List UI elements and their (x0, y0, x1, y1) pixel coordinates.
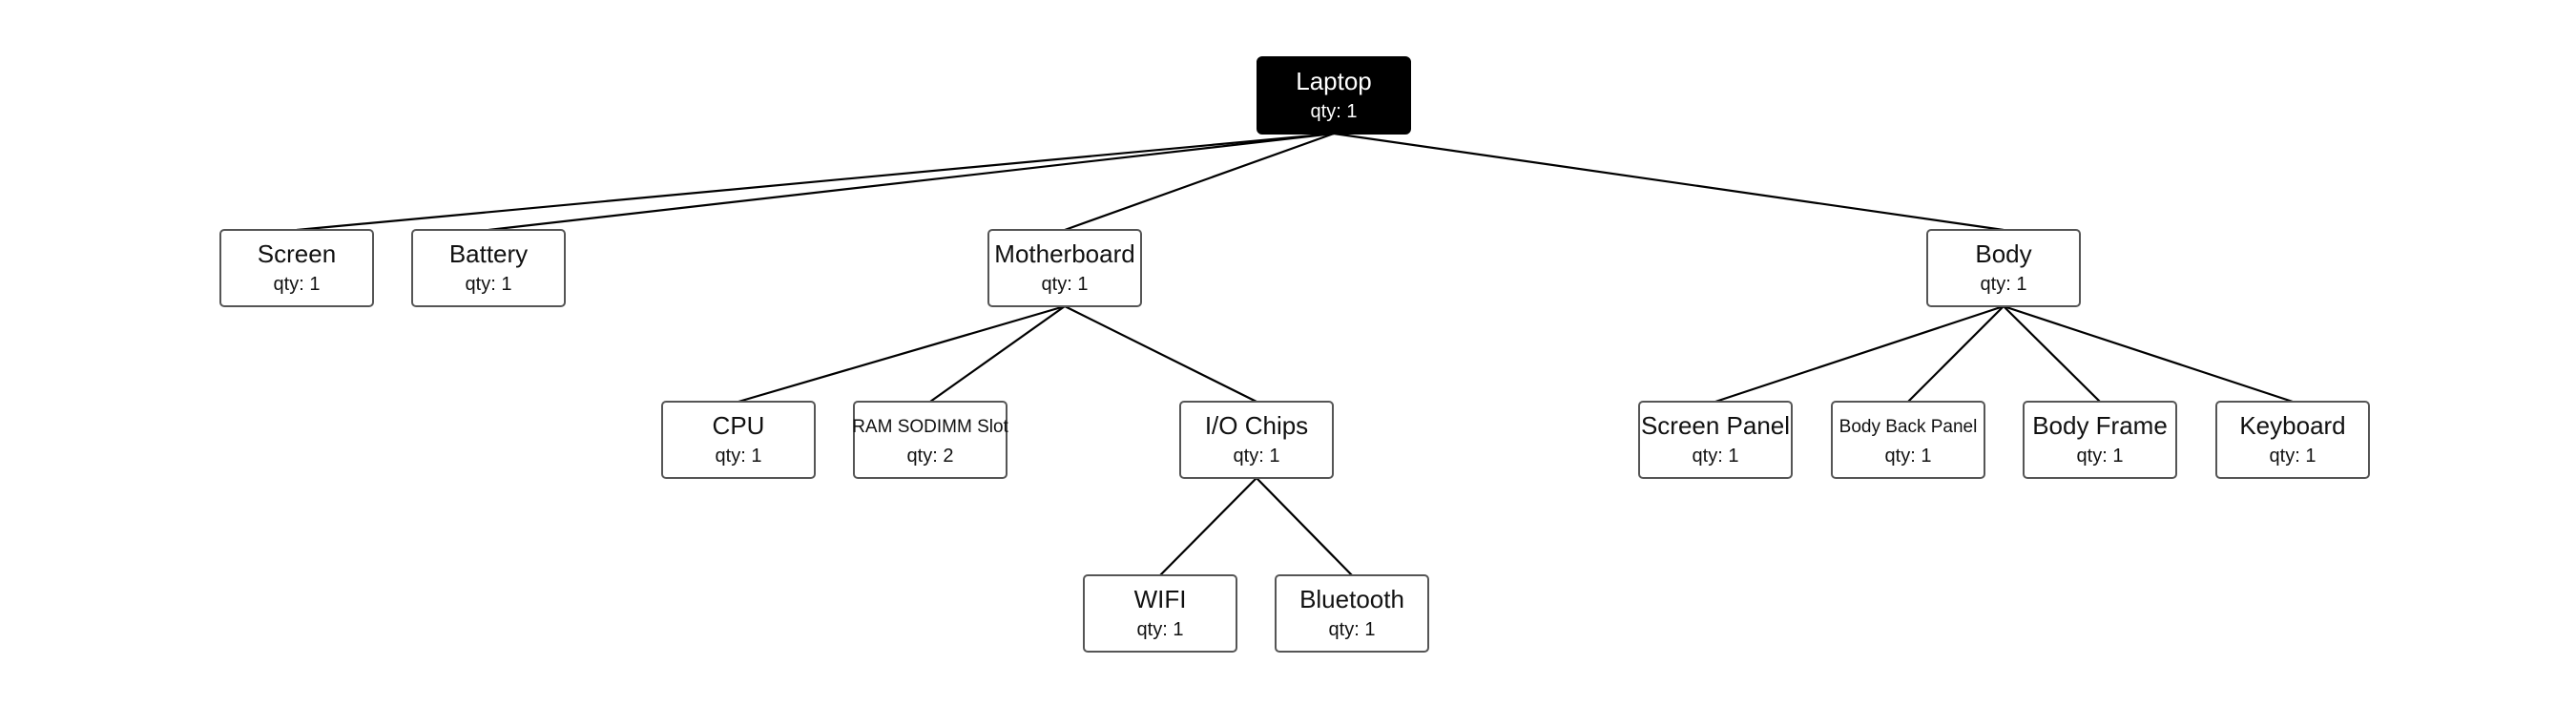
tree-edges (296, 132, 2294, 576)
node-label: Body Back Panel (1839, 417, 1978, 437)
node-box (853, 401, 1008, 479)
node-qty: qty: 1 (466, 274, 512, 295)
node-box (987, 229, 1142, 307)
edge-motherboard-to-ram (929, 305, 1066, 403)
node-ram: RAM SODIMM Slot qty: 2 (852, 401, 1009, 479)
edge-body-to-body_frame (2003, 305, 2101, 403)
node-box (1083, 574, 1237, 653)
node-keyboard: Keyboard qty: 1 (2215, 401, 2370, 479)
node-box (1179, 401, 1334, 479)
node-qty: qty: 1 (2077, 446, 2124, 467)
node-qty: qty: 1 (1042, 274, 1089, 295)
node-box (661, 401, 816, 479)
edge-laptop-to-motherboard (1064, 132, 1335, 232)
node-qty: qty: 1 (1234, 446, 1280, 467)
node-box (1257, 56, 1411, 135)
node-label: CPU (713, 411, 765, 440)
node-qty: qty: 1 (1885, 446, 1932, 467)
node-box (411, 229, 566, 307)
node-label: Laptop (1296, 67, 1372, 95)
node-body: Body qty: 1 (1926, 229, 2081, 307)
node-box (1831, 401, 1985, 479)
node-qty: qty: 1 (1693, 446, 1739, 467)
node-label: I/O Chips (1205, 411, 1308, 440)
edge-laptop-to-battery (488, 132, 1335, 232)
node-label: Motherboard (994, 239, 1134, 268)
node-screen-panel: Screen Panel qty: 1 (1638, 401, 1793, 479)
node-laptop: Laptop qty: 1 (1257, 56, 1411, 135)
node-box (1275, 574, 1429, 653)
node-label: Body (1975, 239, 2031, 268)
node-qty: qty: 1 (716, 446, 762, 467)
node-box (1926, 229, 2081, 307)
node-label: WIFI (1134, 585, 1187, 613)
edge-body-to-body_back_panel (1907, 305, 2005, 403)
node-label: Body Frame (2032, 411, 2168, 440)
node-label: Screen (258, 239, 336, 268)
edge-io-to-wifi (1159, 477, 1257, 576)
edge-laptop-to-screen (296, 132, 1335, 232)
node-qty: qty: 1 (1329, 619, 1376, 640)
node-qty: qty: 1 (1311, 101, 1358, 122)
node-qty: qty: 1 (274, 274, 321, 295)
edge-body-to-keyboard (2003, 304, 2294, 404)
node-qty: qty: 1 (1981, 274, 2027, 295)
edge-io-to-bluetooth (1256, 477, 1353, 576)
edge-motherboard-to-io (1064, 305, 1257, 403)
node-label: RAM SODIMM Slot (852, 417, 1008, 437)
edge-motherboard-to-cpu (737, 304, 1066, 404)
node-qty: qty: 2 (907, 446, 954, 467)
node-label: Battery (449, 239, 528, 268)
node-battery: Battery qty: 1 (411, 229, 566, 307)
node-body-frame: Body Frame qty: 1 (2023, 401, 2177, 479)
node-box (2023, 401, 2177, 479)
node-io: I/O Chips qty: 1 (1179, 401, 1334, 479)
node-wifi: WIFI qty: 1 (1083, 574, 1237, 653)
node-qty: qty: 1 (1137, 619, 1184, 640)
node-box (1638, 401, 1793, 479)
node-qty: qty: 1 (2270, 446, 2316, 467)
node-motherboard: Motherboard qty: 1 (987, 229, 1142, 307)
node-label: Keyboard (2239, 411, 2345, 440)
node-box (219, 229, 374, 307)
edge-body-to-screen_panel (1714, 304, 2005, 404)
edge-laptop-to-body (1333, 132, 2005, 232)
node-bluetooth: Bluetooth qty: 1 (1275, 574, 1429, 653)
node-cpu: CPU qty: 1 (661, 401, 816, 479)
node-label: Screen Panel (1641, 411, 1790, 440)
node-screen: Screen qty: 1 (219, 229, 374, 307)
node-body-back-panel: Body Back Panel qty: 1 (1831, 401, 1985, 479)
node-box (2215, 401, 2370, 479)
node-label: Bluetooth (1299, 585, 1404, 613)
